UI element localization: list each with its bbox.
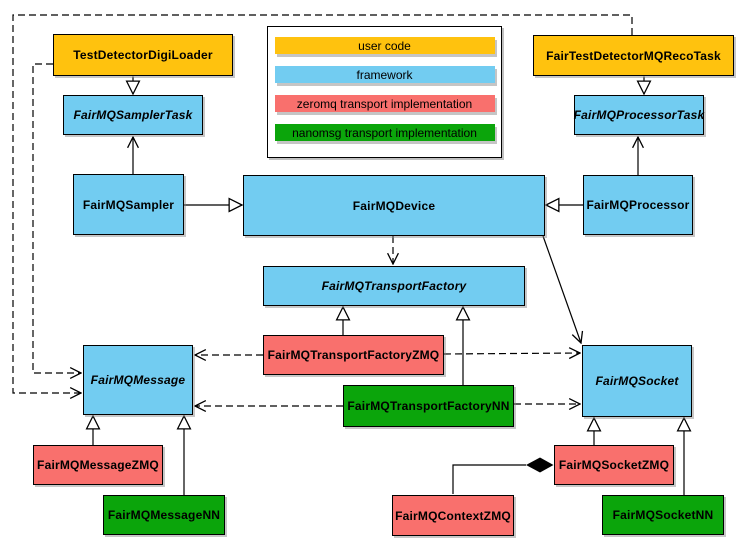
class-box-fairmqtransportfactory: FairMQTransportFactory — [263, 266, 525, 306]
class-box-fairmqsocketnn: FairMQSocketNN — [602, 495, 724, 535]
class-box-fairmqsamplertask: FairMQSamplerTask — [63, 95, 203, 135]
class-name: TestDetectorDigiLoader — [73, 48, 213, 62]
class-name: FairMQMessageZMQ — [37, 458, 159, 472]
class-name: FairMQDevice — [352, 198, 436, 213]
class-name: FairMQContextZMQ — [395, 508, 511, 523]
class-name: FairMQMessage — [90, 373, 186, 387]
class-name: FairMQProcessorTask — [573, 108, 705, 122]
class-box-testdetectordigiloader: TestDetectorDigiLoader — [53, 34, 233, 76]
class-box-fairmqtransportfactorynn: FairMQTransportFactoryNN — [343, 385, 514, 427]
class-box-fairtestdetectormqrecotask: FairTestDetectorMQRecoTask — [533, 35, 734, 76]
class-box-fairmqmessage: FairMQMessage — [83, 345, 193, 415]
class-box-fairmqdevice: FairMQDevice — [243, 175, 545, 236]
class-name: FairMQTransportFactoryNN — [347, 399, 510, 413]
edge-dep-digiloader-message — [32, 63, 81, 373]
edge-dep-factoryzmq-socket — [443, 353, 580, 354]
class-box-fairmqcontextzmq: FairMQContextZMQ — [392, 495, 514, 536]
class-name: FairMQSocket — [595, 374, 679, 388]
legend-item-nanomsg: nanomsg transport implementation — [274, 124, 495, 141]
legend-item-framework: framework — [274, 66, 495, 83]
class-name: FairMQTransportFactoryZMQ — [267, 348, 440, 362]
class-name: FairMQSamplerTask — [73, 108, 193, 122]
edge-dep-recotask-message — [12, 14, 633, 393]
class-name: FairMQSampler — [82, 197, 175, 212]
class-box-fairmqsampler: FairMQSampler — [73, 174, 184, 235]
class-box-fairmqmessagezmq: FairMQMessageZMQ — [33, 445, 163, 485]
class-box-fairmqsocketzmq: FairMQSocketZMQ — [554, 445, 674, 485]
class-name: FairMQMessageNN — [107, 508, 221, 522]
legend-item-user-code: user code — [274, 37, 495, 54]
class-name: FairMQSocketNN — [612, 508, 714, 522]
edge-comp-contextzmq-socketzmq — [452, 464, 526, 494]
class-box-fairmqprocessor: FairMQProcessor — [583, 175, 693, 235]
class-box-fairmqmessagenn: FairMQMessageNN — [103, 495, 225, 535]
composition-diamond-icon — [526, 457, 554, 473]
class-name: FairMQSocketZMQ — [558, 458, 670, 472]
legend-item-zeromq: zeromq transport implementation — [274, 95, 495, 112]
edge-assoc-device-socket — [542, 235, 581, 343]
class-box-fairmqtransportfactoryzmq: FairMQTransportFactoryZMQ — [263, 335, 444, 375]
legend: user code framework zeromq transport imp… — [267, 26, 502, 158]
class-box-fairmqprocessortask: FairMQProcessorTask — [574, 95, 704, 135]
class-name: FairTestDetectorMQRecoTask — [546, 48, 721, 63]
class-name: FairMQProcessor — [586, 198, 690, 212]
class-name: FairMQTransportFactory — [321, 279, 467, 293]
class-box-fairmqsocket: FairMQSocket — [582, 345, 692, 417]
